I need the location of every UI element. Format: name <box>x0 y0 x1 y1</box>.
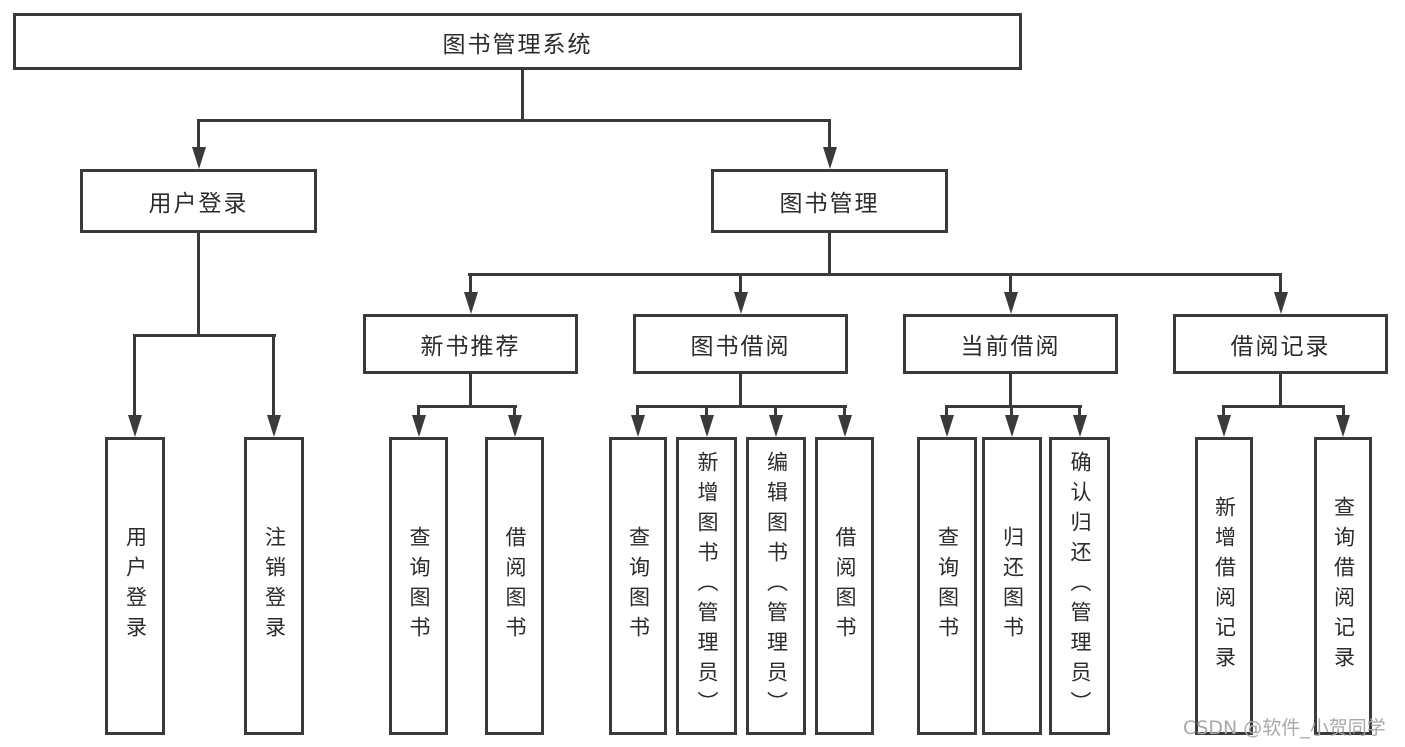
line-segment <box>197 233 200 336</box>
node-new-book-recommend: 新书推荐 <box>363 314 578 374</box>
node-label: 用户登录 <box>123 526 148 646</box>
node-label: 查询借阅记录 <box>1331 496 1356 676</box>
node-borrow-records: 借阅记录 <box>1173 314 1388 374</box>
line-segment <box>636 405 639 417</box>
line-segment <box>417 405 420 417</box>
node-label: 新增图书（管理员） <box>695 451 719 721</box>
line-segment <box>133 334 276 337</box>
leaf-return-books: 归还图书 <box>982 437 1042 735</box>
node-label: 图书管理系统 <box>442 31 593 58</box>
line-segment <box>521 70 524 122</box>
node-user-login: 用户登录 <box>80 169 317 233</box>
leaf-add-books-admin: 新增图书（管理员） <box>676 437 737 735</box>
line-segment <box>739 374 742 407</box>
node-current-borrowing: 当前借阅 <box>903 314 1118 374</box>
line-segment <box>946 405 1082 408</box>
arrowhead <box>1005 415 1019 437</box>
arrowhead <box>700 415 714 437</box>
line-segment <box>1009 374 1012 407</box>
line-segment <box>133 334 136 417</box>
line-segment <box>774 405 777 417</box>
leaf-confirm-return-admin: 确认归还（管理员） <box>1049 437 1110 735</box>
node-label: 借阅记录 <box>1230 334 1331 360</box>
leaf-query-books-recommend: 查询图书 <box>389 437 448 735</box>
node-label: 查询图书 <box>626 526 651 646</box>
leaf-query-borrow-record: 查询借阅记录 <box>1314 437 1372 735</box>
leaf-borrow-books-borrowing: 借阅图书 <box>815 437 874 735</box>
node-label: 用户登录 <box>148 191 249 217</box>
arrowhead <box>508 415 522 437</box>
node-book-borrowing: 图书借阅 <box>633 314 848 374</box>
line-segment <box>945 405 948 417</box>
line-segment <box>513 405 516 417</box>
arrowhead <box>631 415 645 437</box>
arrowhead <box>412 415 426 437</box>
line-segment <box>828 119 831 149</box>
node-label: 借阅图书 <box>503 526 527 646</box>
line-segment <box>1078 405 1081 417</box>
node-label: 编辑图书（管理员） <box>764 451 789 721</box>
node-label: 图书管理 <box>779 191 880 217</box>
arrowhead <box>1217 415 1231 437</box>
arrowhead <box>192 147 206 169</box>
leaf-logout: 注销登录 <box>244 437 304 735</box>
arrowhead <box>464 292 478 314</box>
node-label: 确认归还（管理员） <box>1068 451 1092 721</box>
arrowhead <box>823 147 837 169</box>
node-label: 图书借阅 <box>690 334 791 360</box>
arrowhead <box>769 415 783 437</box>
watermark: CSDN @软件_小贺同学 <box>1183 717 1386 739</box>
line-segment <box>469 374 472 407</box>
line-segment <box>1010 405 1013 417</box>
line-segment <box>1009 273 1012 295</box>
arrowhead <box>128 415 142 437</box>
line-segment <box>637 405 847 408</box>
node-label: 查询图书 <box>407 526 431 646</box>
line-segment <box>828 233 831 276</box>
arrowhead <box>1073 415 1087 437</box>
node-label: 新书推荐 <box>420 334 521 360</box>
line-segment <box>272 334 275 417</box>
node-label: 注销登录 <box>262 526 287 646</box>
line-segment <box>1222 405 1225 417</box>
node-label: 当前借阅 <box>960 334 1061 360</box>
node-label: 归还图书 <box>1000 526 1025 646</box>
leaf-borrow-books-recommend: 借阅图书 <box>485 437 544 735</box>
leaf-edit-books-admin: 编辑图书（管理员） <box>746 437 806 735</box>
arrowhead <box>940 415 954 437</box>
line-segment <box>1223 405 1345 408</box>
leaf-query-books-current: 查询图书 <box>917 437 977 735</box>
leaf-add-borrow-record: 新增借阅记录 <box>1195 437 1253 735</box>
leaf-query-books-borrowing: 查询图书 <box>609 437 667 735</box>
node-label: 查询图书 <box>935 526 960 646</box>
line-segment <box>1279 273 1282 295</box>
arrowhead <box>1004 292 1018 314</box>
leaf-user-login: 用户登录 <box>105 437 165 735</box>
line-segment <box>468 273 1282 276</box>
arrowhead <box>1274 292 1288 314</box>
node-book-management: 图书管理 <box>711 169 948 233</box>
node-library-system: 图书管理系统 <box>13 13 1022 70</box>
arrowhead <box>734 292 748 314</box>
line-segment <box>197 119 831 122</box>
arrowhead <box>1336 415 1350 437</box>
line-segment <box>705 405 708 417</box>
arrowhead <box>838 415 852 437</box>
line-segment <box>843 405 846 417</box>
node-label: 新增借阅记录 <box>1212 496 1237 676</box>
line-segment <box>739 273 742 295</box>
line-segment <box>1279 374 1282 407</box>
line-segment <box>469 273 472 295</box>
line-segment <box>1342 405 1345 417</box>
line-segment <box>197 119 200 149</box>
arrowhead <box>267 415 281 437</box>
line-segment <box>417 405 517 408</box>
node-label: 借阅图书 <box>833 526 857 646</box>
